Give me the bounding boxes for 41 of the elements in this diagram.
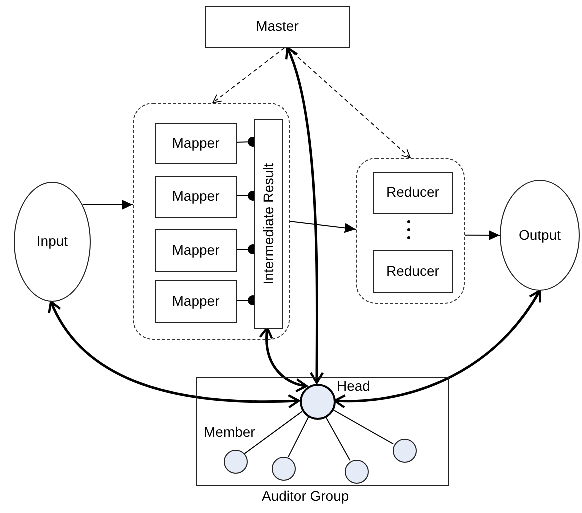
arrow — [49, 300, 300, 408]
process-box — [155, 176, 237, 218]
node-caption: Head — [337, 379, 370, 394]
group-frame — [196, 377, 449, 486]
result-bar — [254, 119, 283, 329]
arrow — [290, 221, 356, 234]
link-line — [325, 416, 351, 461]
process-box — [155, 229, 237, 272]
arrow — [260, 326, 308, 392]
arrow — [82, 200, 134, 210]
arrow — [464, 230, 500, 240]
node-label: Mapper — [172, 189, 220, 205]
link-line — [288, 416, 310, 458]
dashed-group-frame — [356, 158, 465, 304]
dashed-group-frame — [133, 103, 290, 340]
process-box — [373, 250, 453, 293]
process-box — [373, 172, 453, 214]
member-node-circle — [345, 460, 369, 484]
node-label: Reducer — [386, 264, 440, 280]
group-label: Member — [204, 425, 256, 440]
link-line — [244, 411, 303, 454]
node-label: Mapper — [172, 136, 220, 152]
member-node-circle — [224, 450, 248, 474]
node-label: Mapper — [172, 294, 220, 310]
head-node-circle — [300, 384, 336, 420]
member-node-circle — [272, 457, 296, 481]
node-label: Master — [256, 19, 299, 35]
arrow — [334, 290, 542, 408]
node-label: Reducer — [386, 185, 440, 201]
arrow — [284, 46, 324, 384]
node-label: Intermediate Result — [262, 163, 276, 285]
node-label: Output — [518, 228, 562, 244]
node-caption: Auditor Group — [262, 489, 350, 504]
process-box — [155, 123, 237, 164]
member-node-circle — [393, 439, 417, 463]
node-label: Input — [36, 234, 68, 250]
arrow — [212, 48, 286, 104]
node-label: Mapper — [172, 242, 220, 258]
process-box — [155, 280, 237, 323]
process-box — [205, 6, 350, 48]
link-line — [332, 409, 394, 445]
